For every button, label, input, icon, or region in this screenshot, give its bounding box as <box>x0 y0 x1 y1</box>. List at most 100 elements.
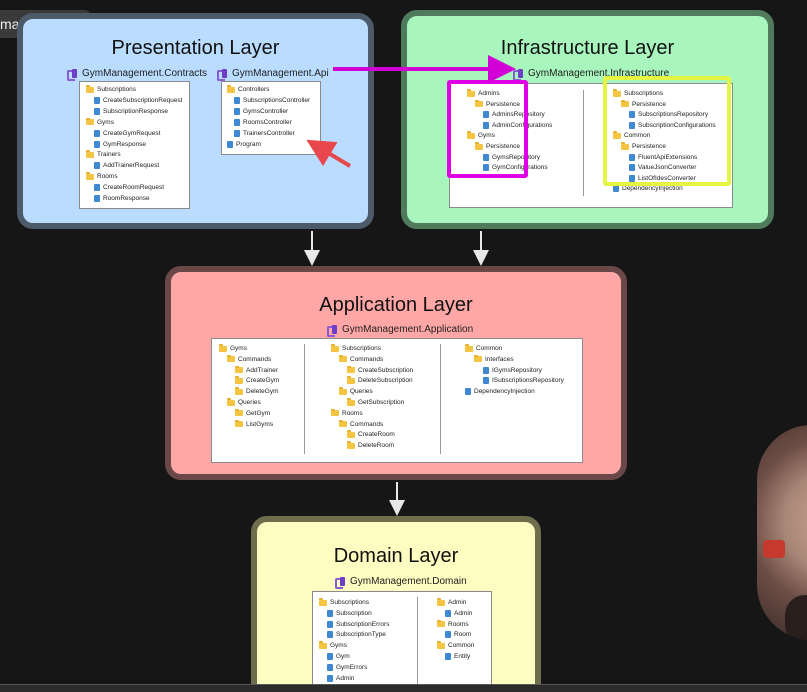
tree-file-item: Entity <box>445 652 470 661</box>
tree-item-label: CreateGymRequest <box>103 129 161 137</box>
tree-folder-item: Common <box>613 131 650 140</box>
folder-icon <box>347 430 355 438</box>
file-icon <box>483 377 489 385</box>
tree-item-label: DeleteSubscription <box>358 377 413 385</box>
tree-folder-item: Admin <box>437 598 466 607</box>
tree-file-item: Subscription <box>327 609 372 618</box>
file-icon <box>94 140 100 148</box>
tree-item-label: Queries <box>350 388 373 396</box>
folder-icon <box>331 408 339 417</box>
tree-file-item: AdminConfigurations <box>483 121 552 130</box>
file-icon <box>629 164 635 172</box>
tree-file-item: GymsController <box>234 107 288 116</box>
tree-item-label: GymResponse <box>103 140 146 148</box>
tree-file-item: RoomsController <box>234 118 292 127</box>
tree-file-item: Gym <box>327 652 350 661</box>
file-icon <box>327 653 333 660</box>
tree-file-item: Program <box>227 140 261 149</box>
tree-item-label: SubscriptionConfigurations <box>638 121 716 129</box>
tree-file-item: ISubscriptionsRepository <box>483 376 564 385</box>
application-project-name: GymManagement.Application <box>342 324 474 335</box>
api-project-name: GymManagement.Api <box>232 68 329 79</box>
tree-item-label: Room <box>454 631 472 639</box>
application-divider-1 <box>304 344 305 454</box>
tree-folder-item: Persistence <box>475 142 520 151</box>
tree-item-label: Persistence <box>486 143 520 150</box>
bottom-bar <box>0 684 807 692</box>
tree-item-label: Common <box>476 345 503 352</box>
infrastructure-layer-title: Infrastructure Layer <box>500 37 675 59</box>
tree-file-item: CreateSubscriptionRequest <box>94 96 183 105</box>
file-icon <box>465 388 471 396</box>
tree-file-item: SubscriptionConfigurations <box>629 121 716 130</box>
domain-project-name: GymManagement.Domain <box>350 576 467 587</box>
folder-icon <box>86 172 94 180</box>
file-icon <box>94 107 100 115</box>
tree-folder-item: Subscriptions <box>86 85 136 94</box>
tree-item-label: DependencyInjection <box>622 185 683 193</box>
file-icon <box>613 185 619 193</box>
tree-folder-item: GetSubscription <box>347 398 404 407</box>
folder-icon <box>467 89 475 97</box>
folder-icon <box>437 619 445 628</box>
tree-item-label: Interfaces <box>485 355 514 363</box>
domain-layer: Domain Layer GymManagement.Domain Subscr… <box>251 516 541 692</box>
tree-item-label: Subscriptions <box>330 599 370 606</box>
folder-icon <box>474 354 482 363</box>
folder-icon <box>235 419 243 428</box>
tree-item-label: Rooms <box>448 620 469 628</box>
tree-folder-item: Gyms <box>86 117 114 127</box>
tree-folder-item: DeleteSubscription <box>347 376 413 385</box>
file-icon <box>629 153 635 161</box>
tree-file-item: GymsRepository <box>483 153 540 162</box>
infrastructure-project-name: GymManagement.Infrastructure <box>528 68 670 79</box>
tree-folder-item: Persistence <box>621 142 666 151</box>
file-icon <box>327 674 333 682</box>
tree-item-label: ListOfIdesConverter <box>638 174 696 182</box>
tree-folder-item: Gyms <box>219 344 247 353</box>
file-icon <box>94 129 100 137</box>
tree-folder-item: Persistence <box>621 99 666 109</box>
tree-item-label: IGymsRepository <box>492 366 542 374</box>
tree-item-label: DependencyInjection <box>474 388 535 396</box>
tree-file-item: GymConfigurations <box>483 163 548 172</box>
tree-file-item: GymErrors <box>327 663 367 672</box>
application-layer: Application Layer GymManagement.Applicat… <box>165 266 627 480</box>
folder-icon <box>331 344 339 352</box>
file-icon <box>483 121 489 129</box>
visual-studio-icon <box>513 69 524 81</box>
tree-item-label: Rooms <box>97 173 118 181</box>
file-icon <box>234 129 240 137</box>
folder-icon <box>86 85 94 93</box>
tree-item-label: TrainersController <box>243 129 295 137</box>
tree-file-item: SubscriptionType <box>327 630 386 639</box>
tree-file-item: FluentApiExtensions <box>629 153 697 162</box>
tree-folder-item: Queries <box>227 398 261 407</box>
tree-file-item: SubscriptionsRepository <box>629 110 708 119</box>
file-icon <box>94 96 100 104</box>
tree-item-label: Persistence <box>632 143 666 150</box>
tree-folder-item: Gyms <box>467 131 495 140</box>
tree-item-label: Trainers <box>97 151 121 159</box>
tree-item-label: Admin <box>454 609 473 617</box>
tree-item-label: DeleteRoom <box>358 442 395 450</box>
tree-item-label: CreateSubscriptionRequest <box>103 96 183 104</box>
tree-folder-item: Admins <box>467 89 500 98</box>
tree-item-label: Rooms <box>342 409 363 417</box>
webcam-shadow <box>785 595 807 640</box>
domain-tree <box>312 591 492 692</box>
application-tree <box>211 338 583 463</box>
tree-folder-item: Rooms <box>331 408 363 418</box>
tree-folder-item: DeleteRoom <box>347 441 394 450</box>
tree-item-label: GymErrors <box>336 663 368 671</box>
tree-item-label: DeleteGym <box>246 388 279 396</box>
file-icon <box>327 663 333 671</box>
tree-folder-item: Persistence <box>475 99 520 109</box>
tree-file-item: DependencyInjection <box>613 184 683 193</box>
